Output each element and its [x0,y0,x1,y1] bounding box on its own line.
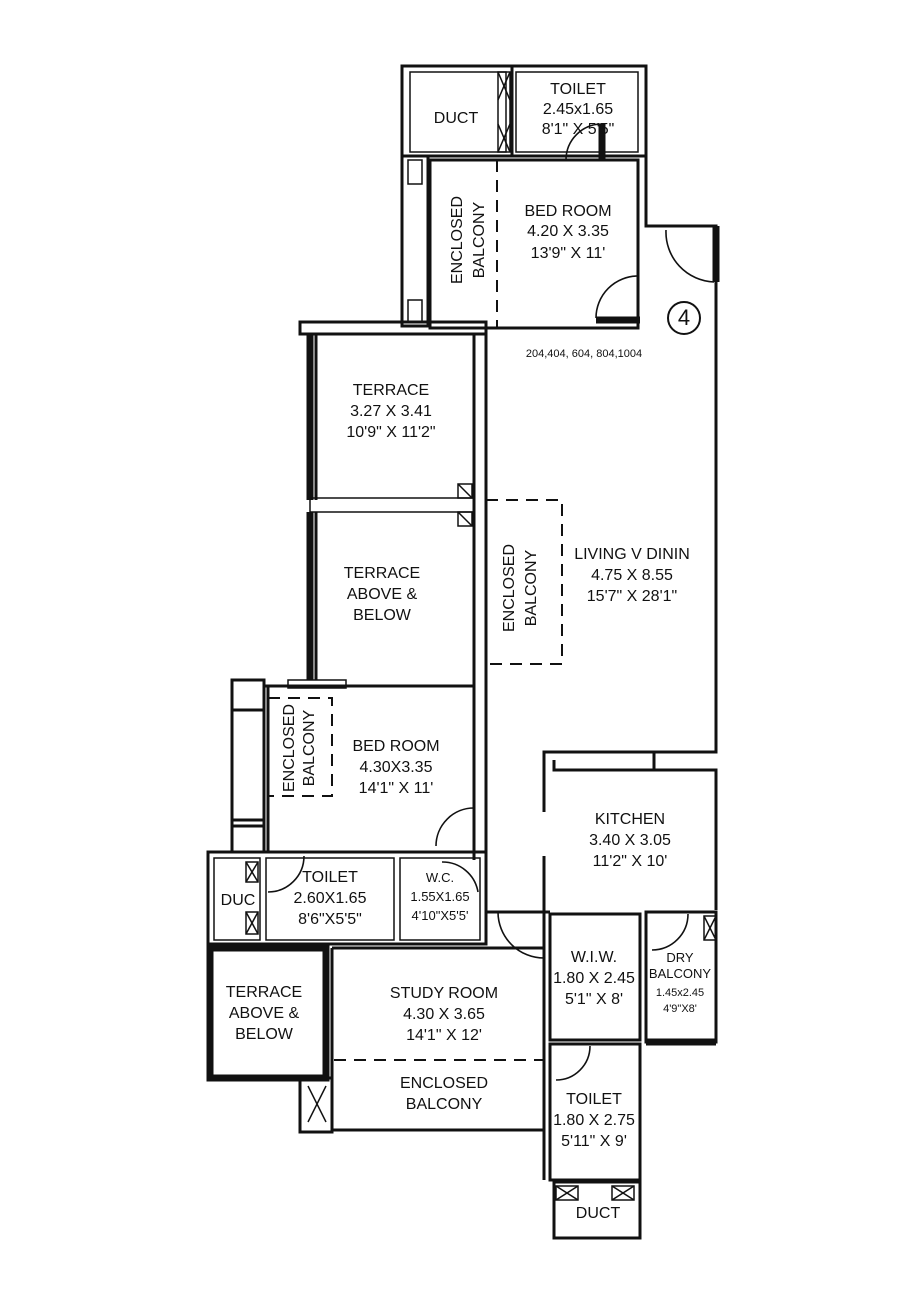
bedroom-mid-metric: 4.30X3.35 [360,759,433,776]
unit-badge-circle [667,301,701,335]
dry-balcony-door[interactable] [651,913,689,951]
terrace-3-line1: TERRACE [226,984,302,1001]
toilet-top-name: TOILET [550,81,606,98]
bedroom-mid-name: BED ROOM [352,738,439,755]
toilet-bottom-metric: 1.80 X 2.75 [553,1112,635,1129]
svg-text:BALCONY: BALCONY [301,709,318,786]
enclosed-balcony-left-label: ENCLOSED BALCONY [281,704,318,792]
enclosed-balcony-bedroom [267,697,333,797]
living-name: LIVING V DININ [574,546,690,563]
enclosed-balcony-bottom-line1: ENCLOSED [400,1075,488,1092]
svg-text:BALCONY: BALCONY [471,201,488,278]
svg-text:ENCLOSED: ENCLOSED [501,544,518,632]
dry-balcony-imperial: 4'9"X8' [663,1003,697,1015]
terrace-2-line2: ABOVE & [347,586,418,603]
toilet-bottom-imperial: 5'11" X 9' [561,1133,627,1150]
toilet-top-metric: 2.45x1.65 [543,101,613,118]
entrance-door[interactable] [665,229,715,283]
enclosed-balcony-bottom-line2: BALCONY [406,1096,483,1113]
wc-metric: 1.55X1.65 [410,889,469,904]
kitchen-walls [486,856,718,1180]
duct-bottom-label: DUCT [576,1205,621,1222]
toilet-bottom-door[interactable] [555,1045,591,1081]
toilet-top-door[interactable] [565,123,603,161]
dry-balcony-line2: BALCONY [649,966,711,981]
wc-name: W.C. [426,870,454,885]
wc-imperial: 4'10"X5'5' [412,908,469,923]
kitchen-name: KITCHEN [595,811,665,828]
study-metric: 4.30 X 3.65 [403,1006,485,1023]
bedroom-top-name: BED ROOM [524,203,611,220]
wiw-metric: 1.80 X 2.45 [553,970,635,987]
duct-left-label: DUC [221,892,256,909]
bedroom-mid-walls [230,678,474,854]
bedroom-mid-imperial: 14'1" X 11' [359,780,434,797]
bottom-walls [206,944,642,1240]
svg-text:BALCONY: BALCONY [523,549,540,626]
dry-balcony-metric: 1.45x2.45 [656,987,704,999]
bedroom-top-metric: 4.20 X 3.35 [527,223,609,240]
bedroom-top-imperial: 13'9" X 11' [531,245,606,262]
bedroom-top-door[interactable] [595,275,639,319]
terrace-1-name: TERRACE [353,382,429,399]
kitchen-imperial: 11'2" X 10' [593,853,668,870]
top-wing-walls [400,64,720,752]
svg-text:ENCLOSED: ENCLOSED [449,196,466,284]
living-metric: 4.75 X 8.55 [591,567,673,584]
study-imperial: 14'1" X 12' [406,1027,482,1044]
toilet-row-walls [206,850,488,946]
toilet-mid-name: TOILET [302,869,358,886]
dry-balcony-line1: DRY [666,950,694,965]
wiw-name: W.I.W. [571,949,617,966]
duct-top-label: DUCT [434,110,479,127]
terrace-1-metric: 3.27 X 3.41 [350,403,432,420]
wc-door[interactable] [441,861,479,893]
terrace-2-line1: TERRACE [344,565,420,582]
enclosed-balcony-top-label: ENCLOSED BALCONY [449,196,488,284]
toilet-top-imperial: 8'1" X 5'5" [542,121,615,138]
svg-text:ENCLOSED: ENCLOSED [281,704,298,792]
unit-badge: 4 [678,305,690,330]
kitchen-door[interactable] [497,911,545,959]
terrace-1-imperial: 10'9" X 11'2" [346,424,435,441]
toilet-mid-imperial: 8'6"X5'5" [298,911,362,928]
wiw-imperial: 5'1" X 8' [565,991,623,1008]
living-imperial: 15'7" X 28'1" [587,588,677,605]
unit-numbers: 204,404, 604, 804,1004 [526,348,642,360]
terrace-3-line2: ABOVE & [229,1005,300,1022]
enclosed-balcony-mid-label: ENCLOSED BALCONY [501,544,540,632]
toilet-bottom-name: TOILET [566,1091,622,1108]
terrace-2-line3: BELOW [353,607,412,624]
toilet-mid-metric: 2.60X1.65 [294,890,367,907]
bedroom-mid-door[interactable] [435,807,475,847]
toilet-mid-door[interactable] [267,855,305,893]
study-name: STUDY ROOM [390,985,498,1002]
terrace-3-line3: BELOW [235,1026,294,1043]
kitchen-metric: 3.40 X 3.05 [589,832,671,849]
